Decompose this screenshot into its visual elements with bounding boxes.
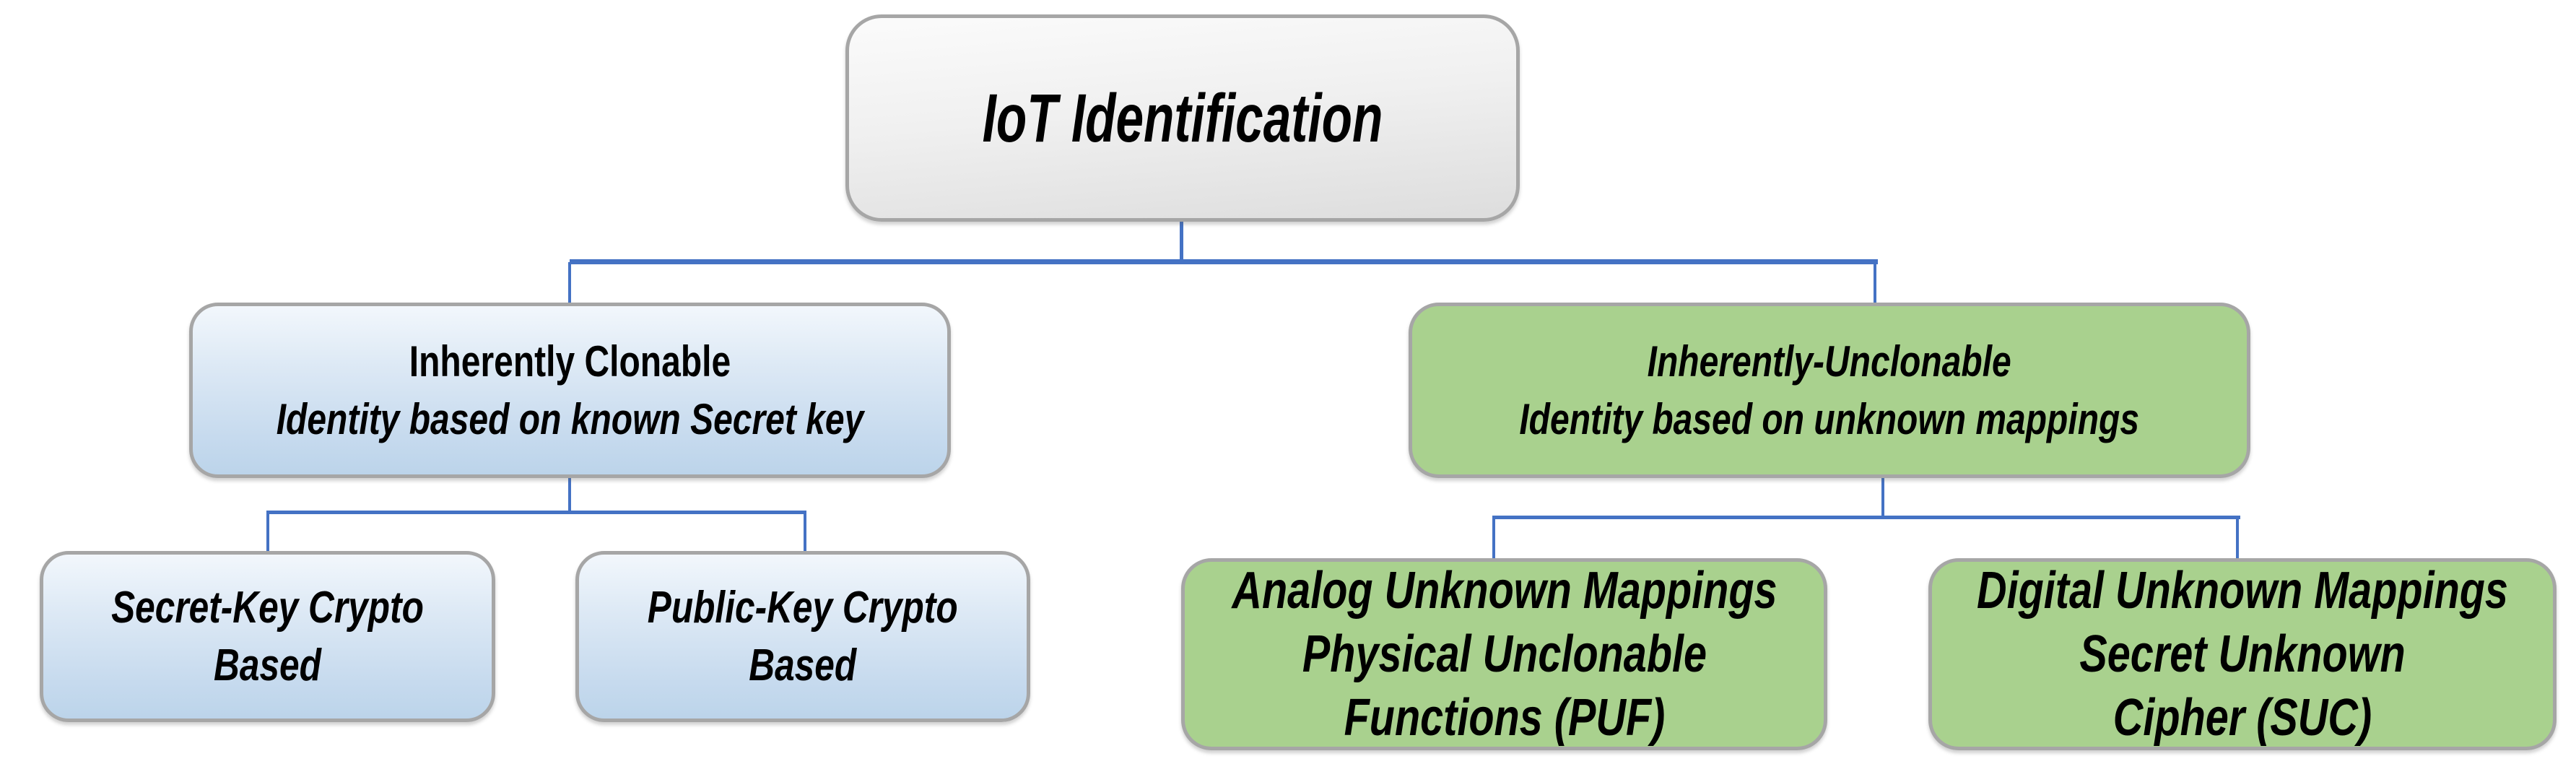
node-inherently-unclonable: Inherently-Unclonable Identity based on … <box>1409 303 2250 478</box>
connector-clonable-drop <box>568 262 571 304</box>
node-secret-key-crypto-line-1: Secret-Key Crypto <box>111 582 424 633</box>
node-public-key-crypto-line-2: Based <box>749 640 857 690</box>
node-inherently-clonable-line-2: Identity based on known Secret key <box>276 394 864 443</box>
connector-root-stem <box>1180 219 1183 262</box>
node-digital-suc-line-2: Secret Unknown <box>2079 625 2406 683</box>
connector-left-horizontal <box>266 511 806 514</box>
node-analog-puf-line-2: Physical Unclonable <box>1302 625 1707 683</box>
node-analog-puf-line-1: Analog Unknown Mappings <box>1231 562 1777 620</box>
node-iot-identification-label: IoT Identification <box>982 79 1383 157</box>
node-public-key-crypto-line-1: Public-Key Crypto <box>648 582 958 633</box>
node-inherently-unclonable-line-1: Inherently-Unclonable <box>1647 337 2012 386</box>
node-inherently-unclonable-line-2: Identity based on unknown mappings <box>1519 394 2140 443</box>
connector-public-key-drop <box>804 512 806 552</box>
node-secret-key-crypto: Secret-Key Crypto Based <box>40 551 495 722</box>
node-inherently-clonable-line-1: Inherently Clonable <box>409 337 731 386</box>
connector-digital-drop <box>2236 517 2239 560</box>
node-digital-suc-line-3: Cipher (SUC) <box>2112 689 2372 747</box>
node-digital-suc-line-1: Digital Unknown Mappings <box>1977 562 2508 620</box>
connector-level1-horizontal <box>570 259 1878 264</box>
connector-analog-drop <box>1492 517 1495 560</box>
connector-secret-key-drop <box>266 512 269 552</box>
node-digital-unknown-mappings-suc: Digital Unknown Mappings Secret Unknown … <box>1928 558 2557 750</box>
node-inherently-clonable: Inherently Clonable Identity based on kn… <box>189 303 951 478</box>
connector-clonable-stem <box>568 475 571 514</box>
node-analog-puf-line-3: Functions (PUF) <box>1344 689 1665 747</box>
node-secret-key-crypto-line-2: Based <box>214 640 321 690</box>
node-public-key-crypto: Public-Key Crypto Based <box>575 551 1030 722</box>
node-analog-unknown-mappings-puf: Analog Unknown Mappings Physical Unclona… <box>1181 558 1827 750</box>
connector-unclonable-drop <box>1874 262 1876 304</box>
connector-unclonable-stem <box>1881 475 1884 519</box>
connector-right-horizontal <box>1492 516 2240 519</box>
node-iot-identification: IoT Identification <box>845 14 1520 222</box>
